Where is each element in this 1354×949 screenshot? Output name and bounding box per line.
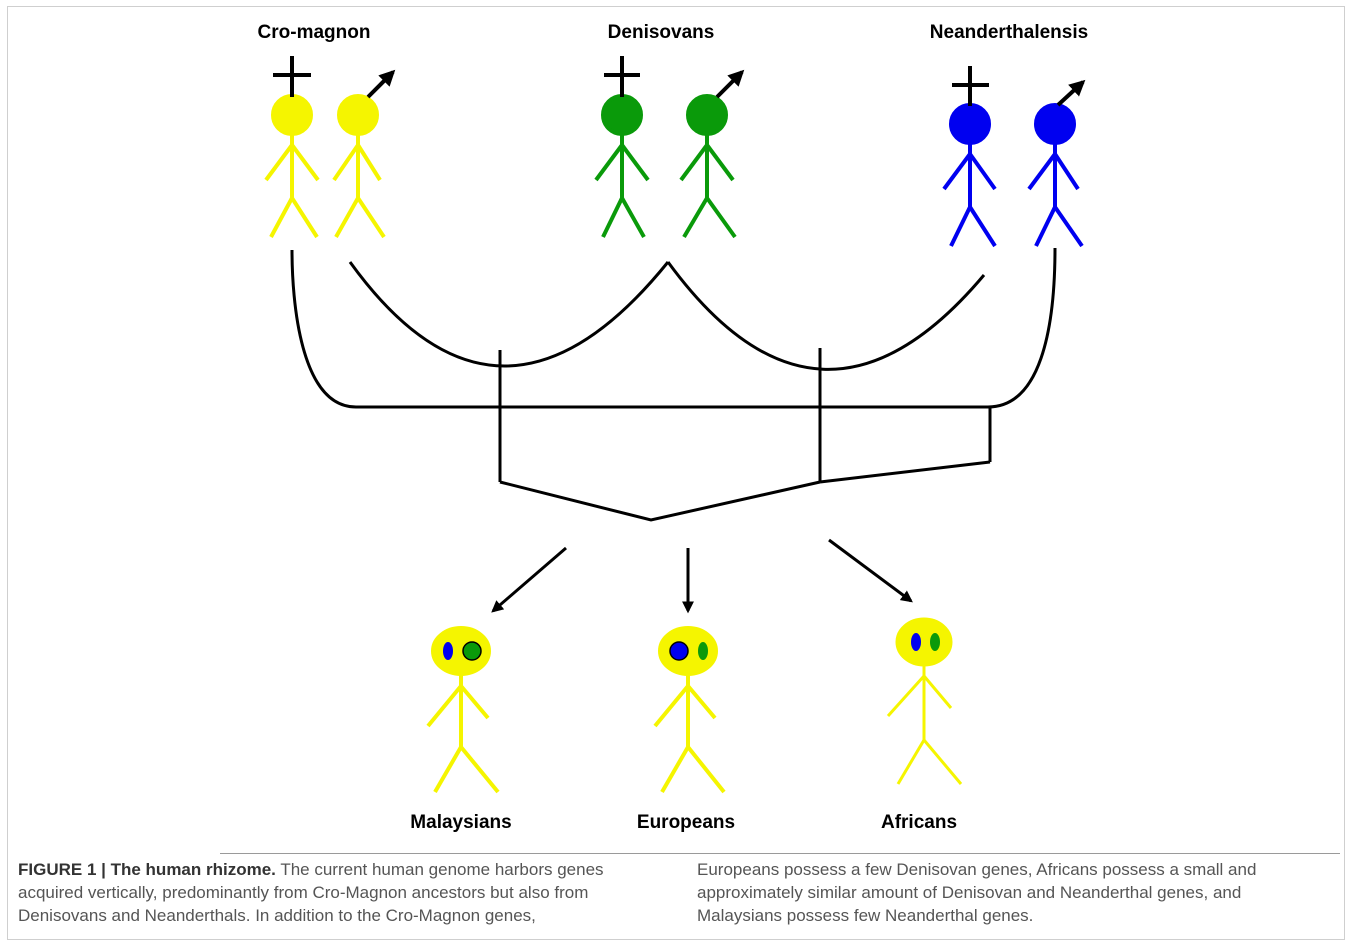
neanderthalensis-label: Neanderthalensis	[929, 22, 1089, 43]
cromagnon-denisovan-arc	[348, 261, 670, 368]
figure-label: FIGURE 1 | The human rhizome.	[18, 860, 276, 879]
caption-line: Europeans possess a few Denisovan genes,…	[697, 860, 1257, 879]
malaysians-label: Malaysians	[410, 812, 512, 833]
caption-line: The current human genome harbors genes	[280, 860, 604, 879]
neanderthal-male-figure	[1027, 103, 1084, 248]
europeans-label: Europeans	[636, 812, 736, 833]
caption-line: Denisovans and Neanderthals. In addition…	[18, 906, 536, 925]
arrow-to-malaysians	[491, 546, 567, 613]
caption-left: FIGURE 1 | The human rhizome. The curren…	[18, 858, 678, 927]
neanderthal-gene-marker	[443, 642, 453, 660]
denisovan-dead-figure	[594, 94, 650, 238]
european-figure	[653, 626, 726, 794]
caption-right: Europeans possess a few Denisovan genes,…	[697, 858, 1342, 927]
arrow-to-africans	[828, 538, 913, 603]
merge-chevron	[499, 480, 821, 522]
neanderthal-gene-marker	[669, 641, 689, 661]
caption-line: acquired vertically, predominantly from …	[18, 883, 589, 902]
cromagnon-male-figure	[332, 94, 386, 239]
denisovan-male-figure	[679, 94, 737, 239]
figure-frame	[7, 6, 1345, 940]
male-arrow-icon	[715, 69, 745, 99]
cromagnon-label: Cro-magnon	[257, 22, 371, 43]
denisovan-gene-marker	[462, 641, 482, 661]
caption-divider	[220, 853, 1340, 854]
african-figure	[886, 617, 963, 785]
caption-line: Malaysians possess few Neanderthal genes…	[697, 906, 1034, 925]
cromagnon-dead-figure	[264, 94, 320, 239]
denisovan-gene-marker	[930, 633, 940, 651]
outer-connector	[290, 247, 1057, 409]
neanderthal-gene-marker	[911, 633, 921, 651]
malaysian-figure	[426, 626, 500, 794]
cross-icon	[604, 56, 640, 97]
caption-line: approximately similar amount of Denisova…	[697, 883, 1242, 902]
right-join	[819, 460, 991, 484]
denisovans-label: Denisovans	[607, 22, 715, 43]
africans-label: Africans	[880, 812, 958, 833]
lineage-lines	[290, 247, 1057, 522]
denisovan-gene-marker	[698, 642, 708, 660]
cross-icon	[952, 66, 989, 106]
denisovan-neanderthal-arc	[666, 261, 986, 371]
cross-icon	[273, 56, 311, 97]
male-arrow-icon	[366, 69, 396, 99]
neanderthal-dead-figure	[942, 103, 997, 248]
male-arrow-icon	[1056, 79, 1086, 107]
